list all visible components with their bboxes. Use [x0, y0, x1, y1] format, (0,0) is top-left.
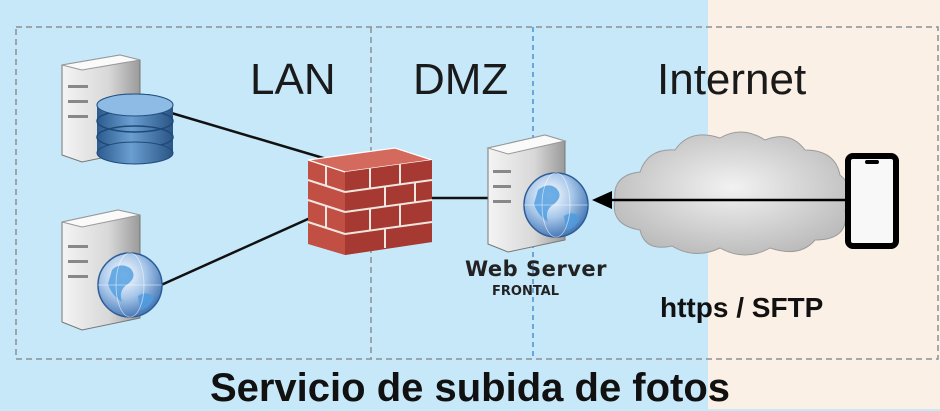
smartphone-icon — [845, 153, 899, 249]
cloud-icon — [613, 131, 851, 256]
diagram-caption: Servicio de subida de fotos — [209, 366, 731, 410]
protocol-label: https / SFTP — [660, 292, 824, 323]
connections — [149, 110, 488, 292]
zone-boundaries — [15, 26, 939, 360]
app-server-icon — [61, 209, 163, 331]
database-server-icon — [61, 54, 174, 165]
firewall-icon — [307, 147, 433, 255]
globe-icon — [97, 252, 163, 318]
request-arrow — [592, 191, 860, 209]
web-server-label: Web Server — [465, 257, 608, 281]
zone-label-internet: Internet — [657, 55, 807, 104]
globe-icon — [523, 172, 589, 238]
zone-label-dmz: DMZ — [413, 55, 509, 104]
web-server-icon — [486, 134, 589, 253]
zone-label-lan: LAN — [250, 55, 336, 104]
web-server-sublabel: FRONTAL — [492, 284, 560, 299]
